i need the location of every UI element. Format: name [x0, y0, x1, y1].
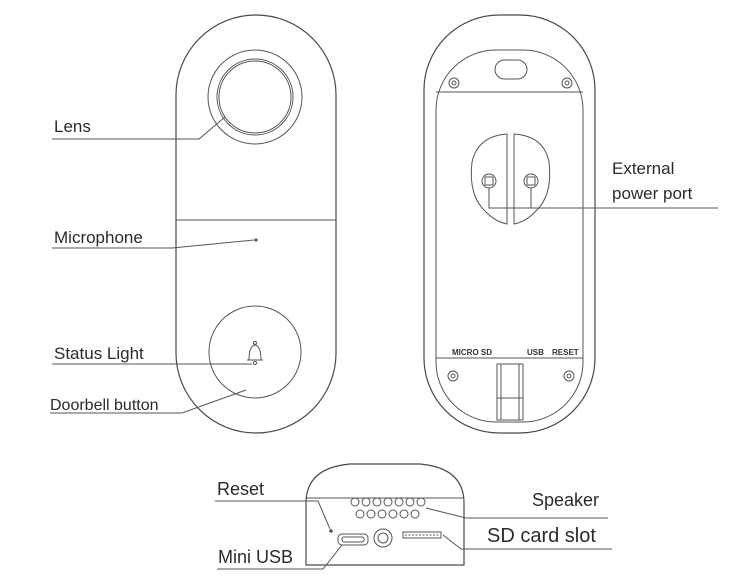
leader-doorbell-button: [50, 389, 247, 414]
label-reset: Reset: [217, 479, 264, 499]
label-sd-card-slot: SD card slot: [487, 525, 596, 547]
screw-top-right: [561, 77, 573, 89]
label-lens: Lens: [54, 117, 91, 136]
sd-card-slot: [402, 531, 442, 539]
bottom-body: [305, 463, 465, 566]
front-body: [175, 14, 337, 434]
leader-reset: [215, 500, 331, 530]
mini-usb-port: [337, 533, 369, 546]
leader-speaker: [425, 507, 608, 519]
round-port: [373, 528, 393, 548]
power-clamp-left: [470, 133, 508, 225]
leader-lens: [52, 116, 226, 140]
screw-bottom-right: [563, 370, 575, 382]
screw-bottom-left: [447, 370, 459, 382]
leader-sd-card-slot: [442, 534, 612, 550]
lens-outer-ring: [207, 49, 303, 145]
label-external-power-port-line2: power port: [612, 184, 693, 203]
label-status-light: Status Light: [54, 344, 144, 363]
back-view: MICRO SD USB RESET: [423, 14, 596, 434]
screw-top-left: [448, 77, 460, 89]
power-clamp-right: [513, 133, 551, 225]
label-reset-small: RESET: [552, 348, 579, 357]
speaker-holes: [350, 497, 426, 519]
label-micro-sd: MICRO SD: [452, 348, 492, 357]
bell-icon: [247, 341, 263, 366]
bottom-connector: [496, 363, 524, 421]
front-view: [175, 14, 337, 434]
reset-hole: [329, 529, 333, 533]
microphone-hole: [254, 238, 258, 242]
label-speaker: Speaker: [532, 490, 599, 510]
back-outer-body: [423, 14, 596, 434]
doorbell-button-ring: [208, 305, 302, 399]
label-external-power-port-line1: External: [612, 159, 674, 178]
bottom-view: [305, 463, 465, 566]
mount-slot: [494, 59, 528, 80]
label-mini-usb: Mini USB: [218, 547, 293, 567]
lens-glass: [218, 60, 292, 134]
leader-lines: [50, 116, 718, 570]
back-inner-plate: [435, 49, 584, 423]
label-doorbell-button: Doorbell button: [50, 397, 159, 414]
label-microphone: Microphone: [54, 228, 143, 247]
label-usb: USB: [527, 348, 544, 357]
leader-power-left: [488, 188, 718, 209]
leader-mini-usb: [217, 544, 343, 570]
lens-inner-ring: [216, 58, 294, 136]
leader-microphone: [52, 239, 255, 249]
